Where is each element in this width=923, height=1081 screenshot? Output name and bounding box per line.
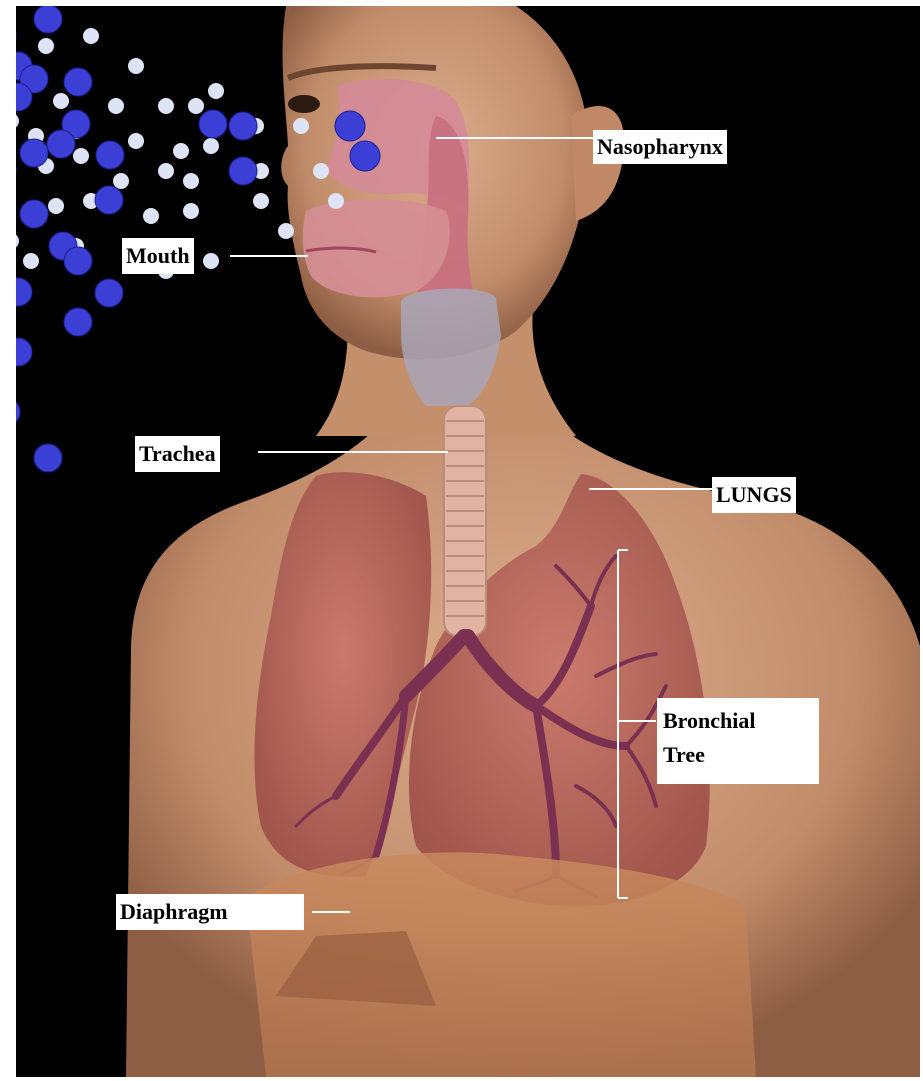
eye	[288, 95, 320, 113]
label-trachea: Trachea	[135, 436, 220, 472]
label-nasopharynx: Nasopharynx	[593, 130, 727, 164]
label-diaphragm: Diaphragm	[116, 894, 304, 930]
label-mouth: Mouth	[122, 238, 194, 274]
label-bronchial-line1: Bronchial	[663, 704, 813, 738]
trachea-rings	[444, 406, 486, 636]
label-bronchial-line2: Tree	[663, 738, 813, 772]
label-lungs: LUNGS	[712, 477, 796, 513]
label-bronchial-tree: Bronchial Tree	[657, 698, 819, 784]
